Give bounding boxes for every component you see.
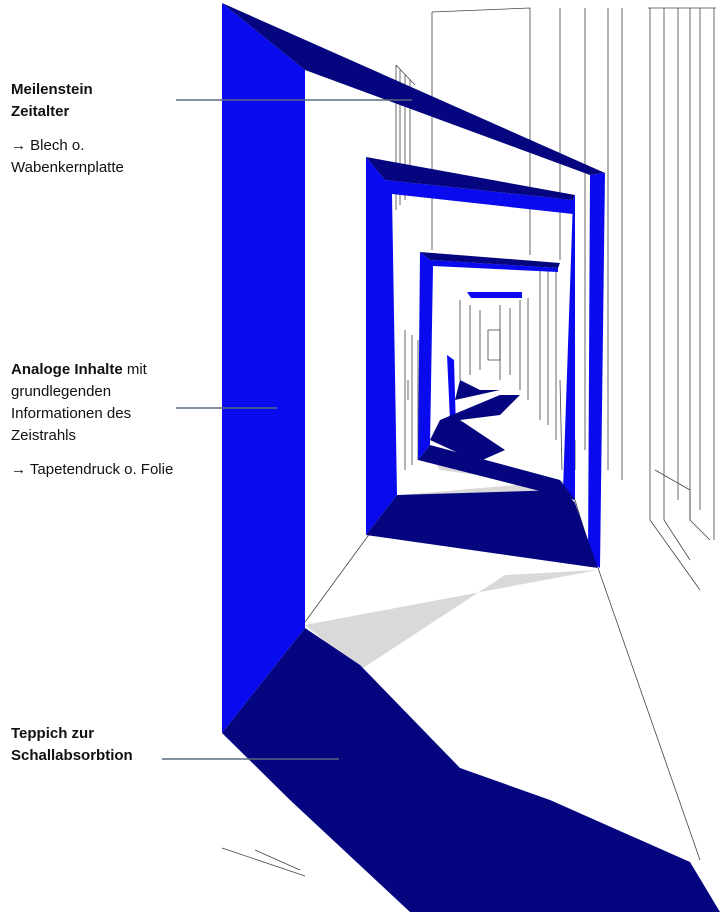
- annotation-note: → Blech o.: [11, 137, 85, 154]
- annotation-body: Zeistrahls: [11, 427, 77, 444]
- annotation-meilenstein: Meilenstein Zeitalter → Blech o. Wabenke…: [11, 79, 181, 179]
- leader-lines: [162, 99, 412, 760]
- annotation-title: Meilenstein: [11, 81, 93, 98]
- annotation-body: Informationen des: [11, 405, 132, 422]
- annotation-title: Schallabsorbtion: [11, 747, 133, 764]
- annotation-analoge-inhalte: Analoge Inhalte mit grundlegenden Inform…: [11, 359, 186, 481]
- annotation-note: Wabenkernplatte: [11, 159, 124, 176]
- annotation-title: Analoge Inhalte: [11, 361, 123, 378]
- annotation-teppich: Teppich zur Schallabsorbtion: [11, 723, 171, 767]
- annotation-title: Zeitalter: [11, 103, 70, 120]
- frame-1-near: [222, 3, 605, 733]
- frame-4-far: [447, 292, 522, 430]
- frame-3: [418, 252, 575, 500]
- annotation-title-suffix: mit: [122, 361, 147, 378]
- corridor-line-drawing: [221, 7, 716, 877]
- annotation-title: Teppich zur: [11, 725, 95, 742]
- frame-2: [366, 157, 598, 568]
- annotation-note: → Tapetendruck o. Folie: [11, 461, 174, 478]
- annotation-body: grundlegenden: [11, 383, 112, 400]
- carpet-runner: [222, 380, 720, 912]
